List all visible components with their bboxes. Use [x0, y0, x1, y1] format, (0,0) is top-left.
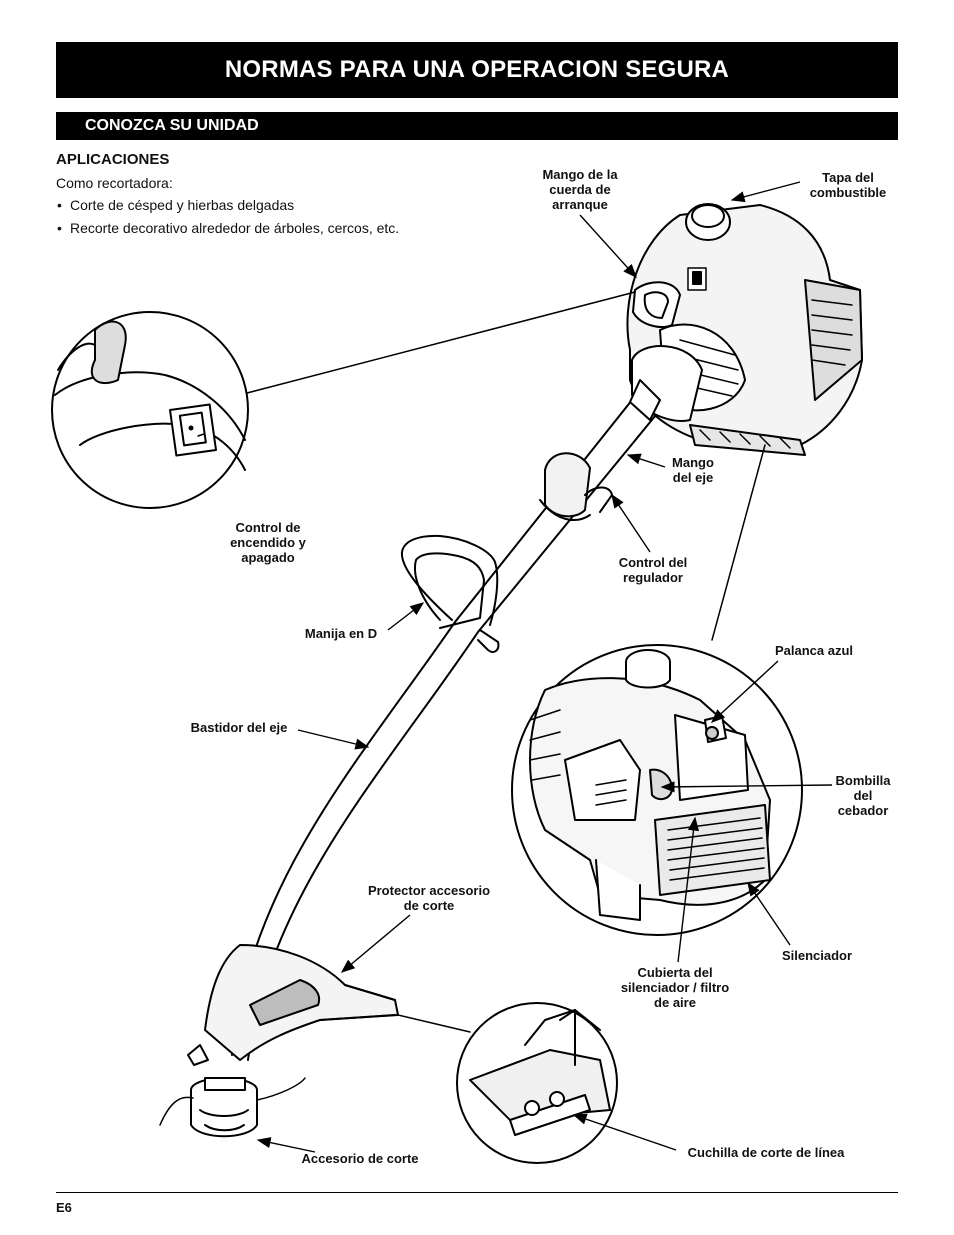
label-guard: Protector accesorio de corte [356, 883, 502, 913]
arrow-cutting-attachment [256, 1137, 316, 1153]
label-muffler: Silenciador [781, 948, 853, 963]
label-line: Cubierta del [637, 965, 713, 980]
arrow-primer-bulb [660, 781, 833, 793]
arrow-blue-lever [710, 660, 779, 723]
section-header: CONOZCA SU UNIDAD [56, 112, 898, 140]
label-line: de aire [654, 995, 696, 1010]
label-line: Control de [235, 520, 301, 535]
label-line: cebador [837, 803, 889, 818]
arrow-fuel-cap [730, 181, 801, 203]
list-item: Recorte decorativo alrededor de árboles,… [56, 220, 399, 243]
page-title: NORMAS PARA UNA OPERACION SEGURA [224, 56, 730, 83]
arrow-d-handle [387, 602, 425, 631]
label-line: encendido y [230, 535, 306, 550]
label-blue-lever: Palanca azul [774, 643, 854, 658]
applications-list: Corte de césped y hierbas delgadas Recor… [56, 197, 399, 243]
label-line-blade: Cuchilla de corte de línea [687, 1145, 845, 1160]
label-line: regulador [623, 570, 683, 585]
arrow-throttle [611, 493, 651, 553]
label-line: Control del [618, 555, 688, 570]
label-line: del eje [672, 470, 714, 485]
label-fuel-cap: Tapa del combustible [800, 170, 896, 200]
label-line: cuerda de [549, 182, 611, 197]
arrow-shaft-handle [626, 453, 666, 468]
label-line: combustible [809, 185, 887, 200]
arrow-muffler-cover [677, 816, 700, 963]
label-line: Protector accesorio [367, 883, 491, 898]
arrow-shaft-housing [297, 729, 370, 750]
arrow-line-blade [572, 1113, 677, 1151]
label-line: Mango de la [542, 167, 618, 182]
label-line: de corte [403, 898, 455, 913]
arrow-muffler [747, 881, 791, 946]
label-d-handle: Manija en D [304, 626, 378, 641]
arrow-guard [340, 914, 411, 973]
page-title-banner: NORMAS PARA UNA OPERACION SEGURA [56, 42, 898, 98]
label-line: Tapa del [822, 170, 874, 185]
label-primer-bulb: Bombilla del cebador [826, 773, 900, 818]
label-throttle-control: Control del regulador [605, 555, 701, 585]
arrow-starter-handle [579, 214, 637, 279]
label-starter-handle: Mango de la cuerda de arranque [527, 167, 633, 212]
label-line: silenciador / filtro [620, 980, 730, 995]
applications-intro: Como recortadora: [56, 175, 173, 191]
label-cutting-attachment: Accesorio de corte [301, 1151, 419, 1166]
applications-heading: APLICACIONES [56, 151, 170, 168]
label-line: arranque [552, 197, 608, 212]
label-muffler-cover: Cubierta del silenciador / filtro de air… [608, 965, 742, 1010]
page-number: E6 [56, 1200, 72, 1215]
footer-rule [56, 1192, 898, 1193]
label-line: del [853, 788, 873, 803]
label-on-off-control: Control de encendido y apagado [214, 520, 322, 565]
label-line: apagado [241, 550, 295, 565]
list-item: Corte de césped y hierbas delgadas [56, 197, 399, 220]
label-line: Bombilla [835, 773, 891, 788]
label-line: Mango [672, 455, 714, 470]
label-shaft-housing: Bastidor del eje [190, 720, 288, 735]
section-title: CONOZCA SU UNIDAD [85, 117, 259, 134]
label-shaft-handle: Mango del eje [660, 455, 726, 485]
